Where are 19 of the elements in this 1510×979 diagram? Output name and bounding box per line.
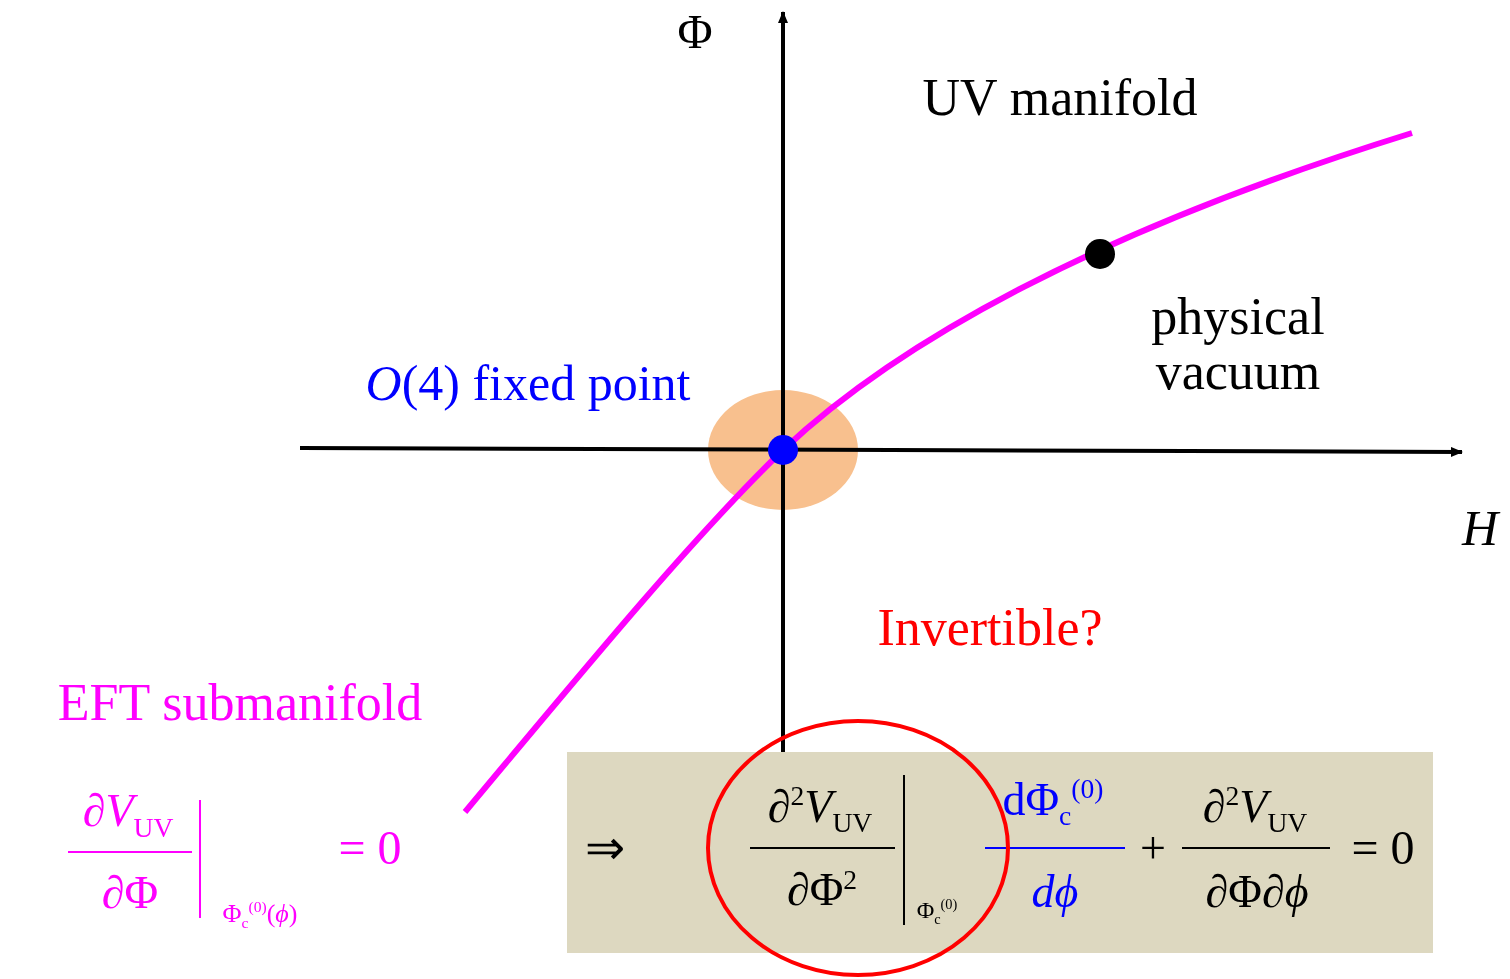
point-label: physical vacuum (1150, 290, 1326, 400)
formula-term: ∂$^{2}$V$_{UV}$ (1202, 782, 1308, 838)
axis-label: H (1461, 501, 1499, 555)
region-label: EFT submanifold (57, 675, 423, 731)
formula-term: ∂V$_{UV}$ (82, 787, 174, 843)
formula-term: = 0 (338, 822, 402, 874)
formula-subscript: Φ$_{c}$$^{(0)}$(ϕ) (222, 898, 298, 932)
formula-term: ∂Φ (101, 868, 159, 918)
formula-term: ∂Φ$^{2}$ (786, 865, 858, 915)
formula-term: = 0 (1351, 822, 1415, 874)
plus-symbol: + (1140, 823, 1166, 873)
point-label: O(4) fixed point (365, 356, 691, 410)
formula-term: ∂Φ∂ϕ (1205, 867, 1309, 917)
formula-term: ∂$^{2}$V$_{UV}$ (767, 782, 873, 838)
formula-term: dϕ (1031, 867, 1079, 917)
axis-label: Φ (677, 6, 713, 58)
region-label: UV manifold (922, 70, 1198, 126)
implies-symbol: ⇒ (585, 822, 625, 874)
question-label: Invertible? (877, 600, 1103, 656)
